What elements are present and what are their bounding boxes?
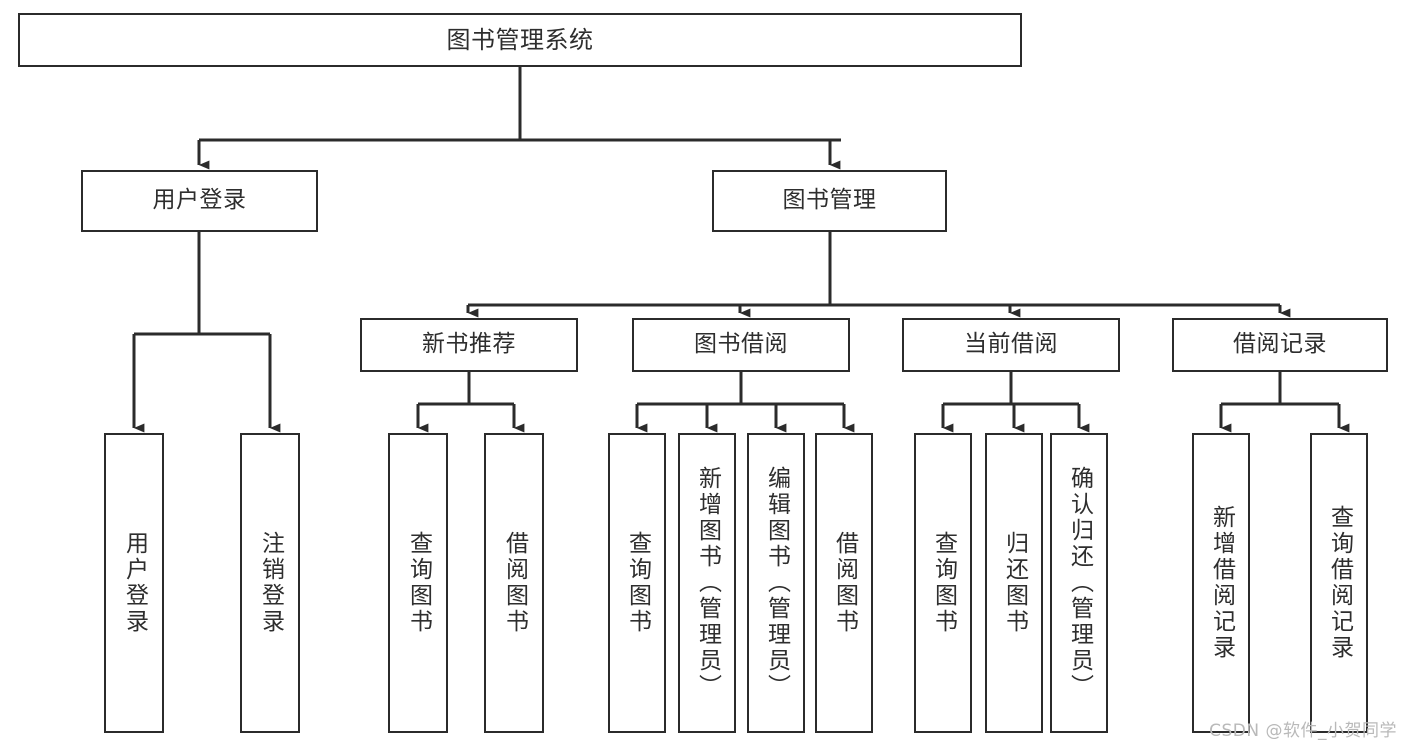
node-current-borrow[interactable]: 当前借阅 [902, 318, 1120, 372]
node-logout-action-label: 注销登录 [257, 531, 284, 635]
node-return-book[interactable]: 归还图书 [985, 433, 1043, 733]
node-confirm-return-admin[interactable]: 确认归还（管理员） [1050, 433, 1108, 733]
node-new-book-recommend-label: 新书推荐 [422, 331, 516, 358]
node-query-book-borrow-label: 查询图书 [624, 531, 651, 635]
node-borrow-book-action[interactable]: 借阅图书 [815, 433, 873, 733]
csdn-watermark: CSDN @软件_小贺同学 [1209, 721, 1397, 741]
node-borrow-record-label: 借阅记录 [1233, 331, 1327, 358]
node-user-login[interactable]: 用户登录 [81, 170, 318, 232]
node-edit-book-admin[interactable]: 编辑图书（管理员） [747, 433, 805, 733]
node-book-borrow-label: 图书借阅 [694, 331, 788, 358]
node-root-label: 图书管理系统 [446, 25, 594, 54]
node-new-book-recommend[interactable]: 新书推荐 [360, 318, 578, 372]
node-root[interactable]: 图书管理系统 [18, 13, 1022, 67]
node-borrow-record[interactable]: 借阅记录 [1172, 318, 1388, 372]
node-user-login-label: 用户登录 [152, 187, 247, 214]
node-book-borrow[interactable]: 图书借阅 [632, 318, 850, 372]
node-query-borrow-record-label: 查询借阅记录 [1326, 505, 1353, 661]
node-current-borrow-label: 当前借阅 [964, 331, 1058, 358]
node-book-manage-label: 图书管理 [782, 187, 877, 214]
node-user-login-action[interactable]: 用户登录 [104, 433, 164, 733]
node-logout-action[interactable]: 注销登录 [240, 433, 300, 733]
node-return-book-label: 归还图书 [1001, 531, 1028, 635]
node-user-login-action-label: 用户登录 [121, 531, 148, 635]
node-add-borrow-record-label: 新增借阅记录 [1208, 505, 1235, 661]
node-borrow-book-action-label: 借阅图书 [831, 531, 858, 635]
node-query-book-recommend-label: 查询图书 [405, 531, 432, 635]
node-query-book-current-label: 查询图书 [930, 531, 957, 635]
node-borrow-book-recommend-label: 借阅图书 [501, 531, 528, 635]
node-edit-book-admin-label: 编辑图书（管理员） [763, 466, 790, 700]
node-query-borrow-record[interactable]: 查询借阅记录 [1310, 433, 1368, 733]
node-add-book-admin[interactable]: 新增图书（管理员） [678, 433, 736, 733]
node-add-borrow-record[interactable]: 新增借阅记录 [1192, 433, 1250, 733]
node-book-manage[interactable]: 图书管理 [712, 170, 947, 232]
node-query-book-borrow[interactable]: 查询图书 [608, 433, 666, 733]
node-add-book-admin-label: 新增图书（管理员） [694, 466, 721, 700]
node-query-book-recommend[interactable]: 查询图书 [388, 433, 448, 733]
node-borrow-book-recommend[interactable]: 借阅图书 [484, 433, 544, 733]
node-confirm-return-admin-label: 确认归还（管理员） [1066, 466, 1093, 700]
node-query-book-current[interactable]: 查询图书 [914, 433, 972, 733]
